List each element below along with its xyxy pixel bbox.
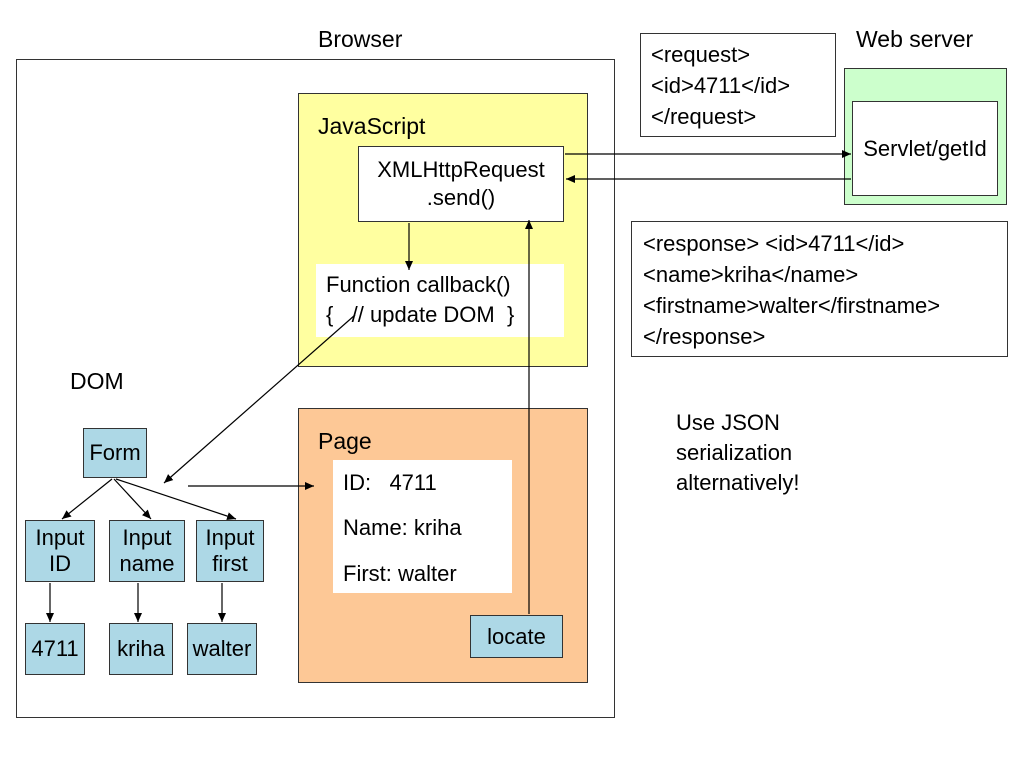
browser-frame (16, 59, 615, 718)
request-box: <request> <id>4711</id> </request> (640, 33, 836, 137)
page-field-first: First: walter (343, 561, 457, 586)
response-line4: </response> (643, 324, 766, 349)
locate-label: locate (487, 623, 546, 649)
input-id-line2: ID (49, 551, 71, 576)
page-title: Page (318, 428, 372, 454)
request-line3: </request> (651, 104, 757, 129)
locate-node: locate (470, 615, 563, 658)
javascript-title: JavaScript (318, 113, 426, 139)
form-to-input-name-arrow (113, 478, 152, 520)
callback-box: Function callback() { // update DOM } (316, 264, 564, 337)
form-node-label: Form (89, 440, 141, 465)
note-line2: serialization (676, 440, 793, 465)
response-line2: <name>kriha</name> (643, 262, 859, 287)
callback-to-form-arrow (163, 314, 356, 484)
response-line3: <firstname>walter</firstname> (643, 293, 941, 318)
input-id-line1: Input (35, 525, 85, 550)
callback-line1: Function callback() (326, 272, 511, 297)
xhr-line1: XMLHttpRequest (377, 157, 545, 182)
input-name-line1: Input (122, 525, 172, 550)
servlet-box: Servlet/getId (852, 101, 998, 196)
page-field-id: ID: 4711 (343, 470, 437, 495)
dom-title: DOM (70, 368, 124, 394)
form-to-input-id-arrow (61, 478, 113, 520)
note-line1: Use JSON (676, 410, 780, 435)
servlet-label: Servlet/getId (863, 136, 987, 161)
value-node-first: walter (187, 623, 257, 675)
form-to-input-first-arrow (115, 478, 237, 520)
value-node-name: kriha (109, 623, 173, 675)
page-field-name: Name: kriha (343, 515, 462, 540)
server-title: Web server (856, 26, 974, 52)
form-node: Form (83, 428, 147, 478)
request-line2: <id>4711</id> (651, 73, 791, 98)
response-box: <response> <id>4711</id> <name>kriha</na… (631, 221, 1008, 357)
note-line3: alternatively! (676, 470, 800, 495)
value-id-label: 4711 (31, 636, 79, 661)
request-line1: <request> (651, 42, 751, 67)
json-note: Use JSON serialization alternatively! (676, 408, 876, 503)
input-first-line1: Input (205, 525, 255, 550)
input-name-line2: name (119, 551, 175, 576)
xhr-line2: .send() (426, 185, 496, 210)
value-name-label: kriha (117, 636, 165, 661)
browser-title: Browser (318, 26, 403, 52)
response-line1: <response> <id>4711</id> (643, 231, 905, 256)
xhr-box: XMLHttpRequest .send() (358, 146, 564, 222)
page-form: ID: 4711 Name: kriha First: walter (333, 460, 512, 593)
value-first-label: walter (192, 636, 252, 661)
value-node-id: 4711 (25, 623, 85, 675)
callback-line2: { // update DOM } (326, 302, 515, 327)
input-first-line2: first (212, 551, 248, 576)
